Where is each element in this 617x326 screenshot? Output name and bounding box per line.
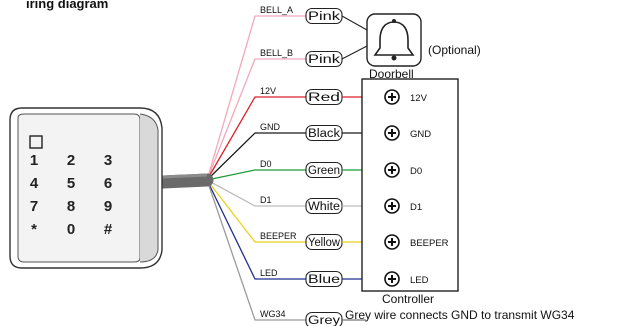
wire-12v <box>206 96 306 181</box>
key-4: 4 <box>30 175 39 192</box>
keypad-reader: 1 2 3 4 5 6 7 8 9 * 0 # <box>9 107 163 269</box>
terminal-label-beeper: BEEPER <box>410 238 449 249</box>
key-6: 6 <box>104 175 112 192</box>
terminal-gnd: GND <box>384 125 431 141</box>
terminal-label-12v: 12V <box>410 93 428 104</box>
color-label-d0: Green <box>308 165 340 177</box>
wire-tag-12v: 12V <box>260 86 276 96</box>
key-7: 7 <box>30 198 38 215</box>
key-star: * <box>31 221 37 238</box>
bell-icon <box>373 19 415 61</box>
terminal-12v: 12V <box>384 89 428 105</box>
color-label-beeper: Yellow <box>308 237 341 249</box>
wire-wg34 <box>206 179 306 321</box>
controller-box <box>361 78 459 292</box>
key-hash: # <box>104 221 113 238</box>
wire-tag-gnd: GND <box>260 122 281 132</box>
key-0: 0 <box>67 221 75 238</box>
keypad-indicator-icon <box>29 135 43 149</box>
bell-lead-bell-a <box>341 15 368 31</box>
terminal-led: LED <box>384 271 429 287</box>
wire-gnd <box>206 132 306 181</box>
wire-bell-a <box>206 15 306 181</box>
key-5: 5 <box>67 175 75 192</box>
wire-led <box>206 179 306 280</box>
terminal-beeper: BEEPER <box>384 234 449 250</box>
bell-lead-bell-b <box>341 45 368 60</box>
wire-tag-beeper: BEEPER <box>260 231 297 241</box>
wire-bell-b <box>206 58 306 181</box>
key-9: 9 <box>104 198 112 215</box>
terminal-label-gnd: GND <box>410 129 431 140</box>
wire-tag-wg34: WG34 <box>260 309 286 319</box>
wire-d0 <box>206 169 306 181</box>
grey-wire-note: Grey wire connects GND to transmit WG34 <box>345 308 575 322</box>
wire-tag-bell-a: BELL_A <box>260 5 293 15</box>
terminal-label-led: LED <box>410 275 429 286</box>
doorbell-label: Doorbell <box>369 67 414 81</box>
color-label-led: Blue <box>308 274 340 286</box>
color-label-d1: White <box>308 201 340 213</box>
wire-tag-bell-b: BELL_B <box>260 48 293 58</box>
terminal-label-d0: D0 <box>410 166 422 177</box>
key-8: 8 <box>67 198 75 215</box>
terminal-label-d1: D1 <box>410 202 422 213</box>
doorbell: Doorbell (Optional) <box>366 13 481 81</box>
color-label-bell-b: Pink <box>308 54 340 66</box>
wire-d1 <box>206 179 306 207</box>
wire-beeper <box>206 179 306 243</box>
diagram-heading: iring diagram <box>26 0 108 11</box>
wires: BELL_APinkBELL_BPink12VRedGNDBlackD0Gree… <box>206 5 385 326</box>
terminal-d1: D1 <box>384 198 422 214</box>
doorbell-optional-note: (Optional) <box>428 43 481 57</box>
color-label-wg34: Grey <box>308 315 340 326</box>
wire-tag-led: LED <box>260 268 278 278</box>
color-label-bell-a: Pink <box>308 11 340 23</box>
key-3: 3 <box>104 152 112 169</box>
wire-tag-d0: D0 <box>260 159 272 169</box>
color-label-gnd: Black <box>308 128 340 140</box>
key-2: 2 <box>67 152 75 169</box>
terminal-d0: D0 <box>384 162 422 178</box>
wire-tag-d1: D1 <box>260 195 272 205</box>
keypad-keys: 1 2 3 4 5 6 7 8 9 * 0 # <box>30 152 113 238</box>
color-label-12v: Red <box>308 92 340 104</box>
controller-label: Controller <box>382 292 434 306</box>
key-1: 1 <box>30 152 38 169</box>
